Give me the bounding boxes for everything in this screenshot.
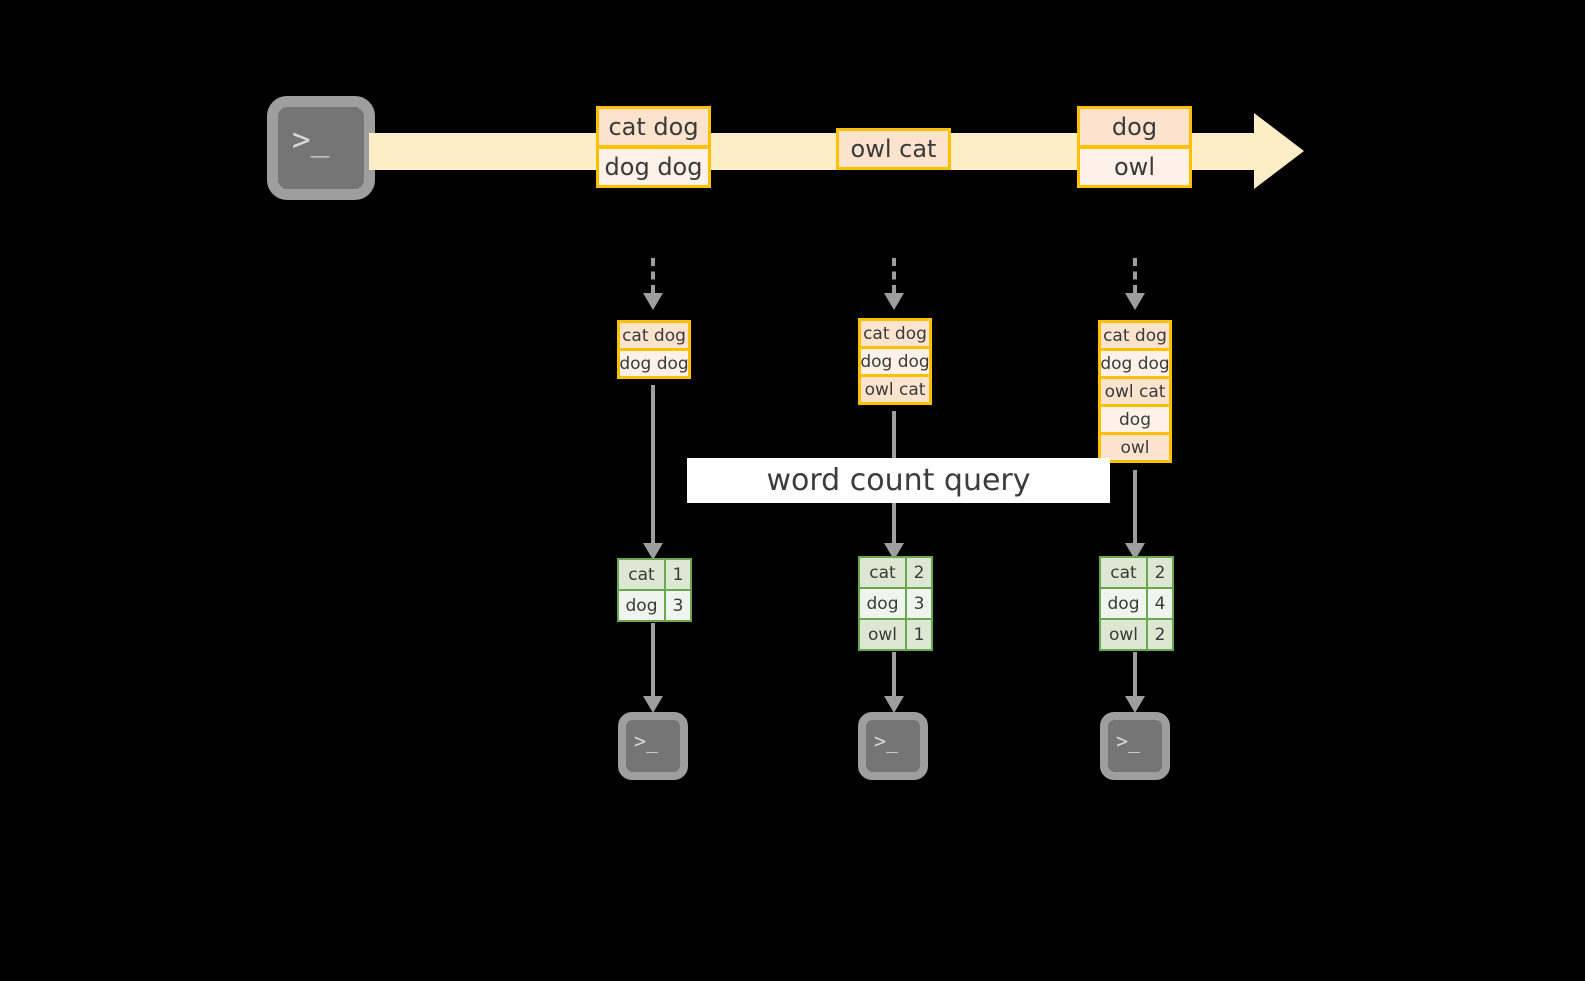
connector-line [651, 258, 655, 293]
arrow-head-icon [1125, 696, 1145, 713]
result-word: dog [1099, 587, 1148, 620]
batch-input-row: cat dog [617, 320, 691, 351]
arrow-head-icon [884, 543, 904, 560]
connector-line [892, 258, 896, 293]
result-word: cat [1099, 556, 1148, 589]
table-row: dog 4 [1099, 587, 1174, 620]
table-row: cat 2 [1099, 556, 1174, 589]
result-count: 2 [1146, 556, 1174, 589]
arrow-head-icon [1125, 543, 1145, 560]
connector-line [1133, 258, 1137, 293]
terminal-face [626, 720, 680, 772]
batch-input-row: dog [1098, 404, 1172, 435]
table-row: dog 3 [617, 589, 692, 622]
result-count: 4 [1146, 587, 1174, 620]
source-terminal-icon: >_ [267, 96, 375, 200]
result-count: 3 [664, 589, 692, 622]
connector-line [651, 385, 655, 543]
sink-terminal-icon: >_ [858, 712, 928, 780]
table-row: dog 3 [858, 587, 933, 620]
result-table: cat 1 dog 3 [617, 558, 692, 622]
batch-input-row: owl [1098, 432, 1172, 463]
arrow-head-icon [884, 293, 904, 310]
batch-input-row: owl cat [858, 374, 932, 405]
connector-line [892, 652, 896, 696]
terminal-prompt-glyph: >_ [1116, 729, 1141, 753]
result-word: dog [617, 589, 666, 622]
result-word: owl [1099, 618, 1148, 651]
stream-record: owl [1077, 146, 1192, 188]
result-count: 1 [664, 558, 692, 591]
batch-input-row: cat dog [1098, 320, 1172, 351]
connector-line [651, 623, 655, 696]
batch-input-row: cat dog [858, 318, 932, 349]
result-table: cat 2 dog 3 owl 1 [858, 556, 933, 651]
connector-line [1133, 652, 1137, 696]
arrow-head-icon [643, 696, 663, 713]
result-word: cat [858, 556, 907, 589]
result-count: 2 [1146, 618, 1174, 651]
stream-record: dog [1077, 106, 1192, 148]
table-row: owl 1 [858, 618, 933, 651]
result-count: 2 [905, 556, 933, 589]
result-word: dog [858, 587, 907, 620]
sink-terminal-icon: >_ [1100, 712, 1170, 780]
result-table: cat 2 dog 4 owl 2 [1099, 556, 1174, 651]
result-count: 3 [905, 587, 933, 620]
arrow-head-icon [884, 696, 904, 713]
result-word: cat [617, 558, 666, 591]
batch-input-row: dog dog [617, 348, 691, 379]
arrow-head-icon [643, 293, 663, 310]
connector-line [1133, 470, 1137, 543]
batch-input-row: dog dog [1098, 348, 1172, 379]
batch-input-table: cat dog dog dog [617, 320, 691, 379]
terminal-prompt-glyph: >_ [292, 122, 330, 158]
stream-record: owl cat [836, 128, 951, 170]
terminal-face [1108, 720, 1162, 772]
arrow-head-icon [1125, 293, 1145, 310]
terminal-face [278, 107, 364, 189]
terminal-prompt-glyph: >_ [874, 729, 899, 753]
table-row: owl 2 [1099, 618, 1174, 651]
terminal-prompt-glyph: >_ [634, 729, 659, 753]
table-row: cat 1 [617, 558, 692, 591]
sink-terminal-icon: >_ [618, 712, 688, 780]
batch-input-row: owl cat [1098, 376, 1172, 407]
stream-arrow-head-icon [1254, 113, 1304, 189]
batch-input-row: dog dog [858, 346, 932, 377]
result-word: owl [858, 618, 907, 651]
result-count: 1 [905, 618, 933, 651]
query-label: word count query [687, 458, 1110, 503]
stream-record: dog dog [596, 146, 711, 188]
table-row: cat 2 [858, 556, 933, 589]
terminal-face [866, 720, 920, 772]
stream-record: cat dog [596, 106, 711, 148]
batch-input-table: cat dog dog dog owl cat dog owl [1098, 320, 1172, 463]
arrow-head-icon [643, 543, 663, 560]
batch-input-table: cat dog dog dog owl cat [858, 318, 932, 405]
